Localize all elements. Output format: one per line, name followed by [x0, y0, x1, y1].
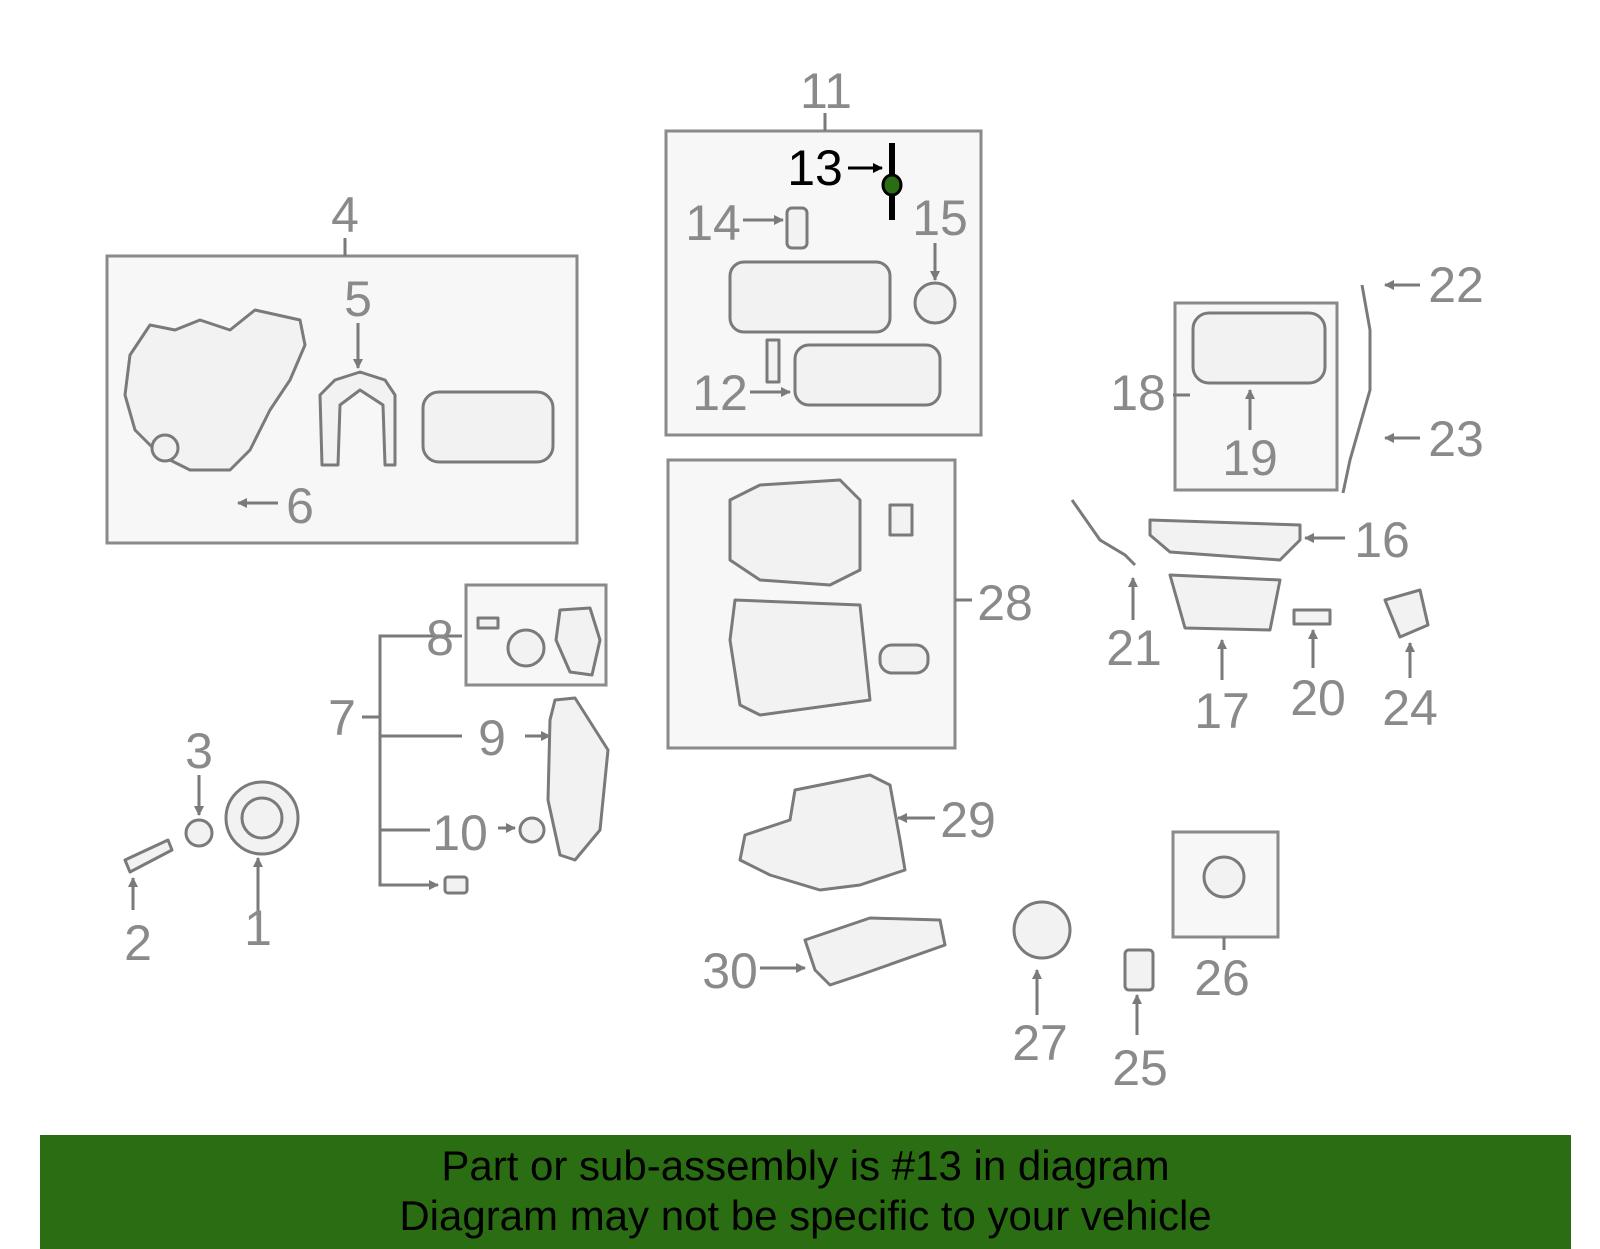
- gasket-part[interactable]: [421, 390, 555, 464]
- callout-1: 1: [244, 900, 272, 956]
- callout-14: 14: [685, 195, 741, 251]
- bracket-7: [362, 634, 469, 895]
- callout-6: 6: [286, 478, 314, 534]
- part-26[interactable]: [1202, 855, 1246, 899]
- part-22-23-dipstick[interactable]: [1341, 284, 1372, 494]
- seal-part[interactable]: [878, 643, 930, 675]
- part-19[interactable]: [1191, 311, 1327, 385]
- part-1-hub: [240, 796, 284, 840]
- callout-5: 5: [344, 271, 372, 327]
- timing-cover-boss: [150, 433, 180, 463]
- part-29[interactable]: [738, 773, 907, 892]
- part-2-bolt[interactable]: [123, 838, 174, 874]
- part-25[interactable]: [1123, 948, 1155, 992]
- part-30[interactable]: [803, 916, 947, 987]
- sensor-part[interactable]: [888, 503, 914, 537]
- pump-bolt: [476, 616, 500, 630]
- callout-27: 27: [1012, 1015, 1068, 1071]
- callout-25: 25: [1112, 1040, 1168, 1096]
- group-8-water-pump: [464, 583, 608, 687]
- part-10[interactable]: [518, 816, 546, 844]
- plug-part[interactable]: [443, 875, 469, 895]
- group-18-gasket: [1173, 301, 1339, 492]
- callout-3: 3: [185, 723, 213, 779]
- callout-11: 11: [800, 63, 852, 119]
- callout-10: 10: [432, 805, 488, 861]
- info-banner: Part or sub-assembly is #13 in diagram D…: [40, 1135, 1571, 1249]
- callout-18: 18: [1110, 365, 1166, 421]
- callout-8: 8: [426, 610, 454, 666]
- part-24-filter[interactable]: [1383, 588, 1430, 639]
- callout-28: 28: [977, 575, 1033, 631]
- callout-19: 19: [1222, 430, 1278, 486]
- callout-16: 16: [1354, 512, 1410, 568]
- callout-24: 24: [1382, 680, 1438, 736]
- callout-2: 2: [124, 915, 152, 971]
- pump-pulley[interactable]: [506, 628, 546, 668]
- callout-20: 20: [1290, 670, 1346, 726]
- callout-9: 9: [478, 710, 506, 766]
- callout-12: 12: [692, 365, 748, 421]
- parts-diagram: 1 2 3 4 5 6 7 8 9 10 11 12 13 14 15 16 1…: [105, 63, 1484, 1096]
- part-21-tube[interactable]: [1070, 499, 1137, 567]
- callout-13-highlighted: 13: [787, 140, 843, 196]
- part-20[interactable]: [1292, 608, 1332, 626]
- group-11-cover-assembly: [664, 113, 983, 437]
- callout-23: 23: [1428, 411, 1484, 467]
- part-17-pan[interactable]: [1168, 573, 1282, 632]
- part-13-highlighted[interactable]: [848, 143, 903, 220]
- callout-17: 17: [1194, 683, 1250, 739]
- part-16-pan[interactable]: [1148, 518, 1302, 562]
- banner-line-2: Diagram may not be specific to your vehi…: [399, 1192, 1212, 1239]
- part-12-bolt[interactable]: [765, 338, 781, 384]
- callout-21: 21: [1106, 620, 1162, 676]
- group-4-timing-cover: [105, 238, 579, 545]
- part-9[interactable]: [546, 696, 610, 862]
- timing-cover-seal-part-5[interactable]: [318, 370, 397, 467]
- banner-line-1: Part or sub-assembly is #13 in diagram: [441, 1142, 1170, 1189]
- callout-22: 22: [1428, 257, 1484, 313]
- upper-intake-part[interactable]: [728, 478, 862, 587]
- cover-part[interactable]: [728, 260, 892, 334]
- part-12-gasket[interactable]: [793, 343, 942, 407]
- callout-15: 15: [912, 190, 968, 246]
- callout-26: 26: [1194, 950, 1250, 1006]
- callout-29: 29: [940, 792, 996, 848]
- part-14[interactable]: [785, 206, 809, 250]
- lower-intake-part[interactable]: [728, 598, 872, 717]
- callout-7: 7: [328, 690, 356, 746]
- pump-gasket[interactable]: [554, 606, 602, 677]
- part-15[interactable]: [913, 281, 957, 325]
- group-26-box: [1171, 830, 1280, 939]
- callout-4: 4: [331, 187, 359, 243]
- part-3-seal[interactable]: [184, 818, 214, 848]
- part-27[interactable]: [1012, 900, 1072, 960]
- group-26-filter: [1171, 830, 1280, 950]
- group-28-intake: [666, 458, 972, 750]
- callout-30: 30: [702, 943, 758, 999]
